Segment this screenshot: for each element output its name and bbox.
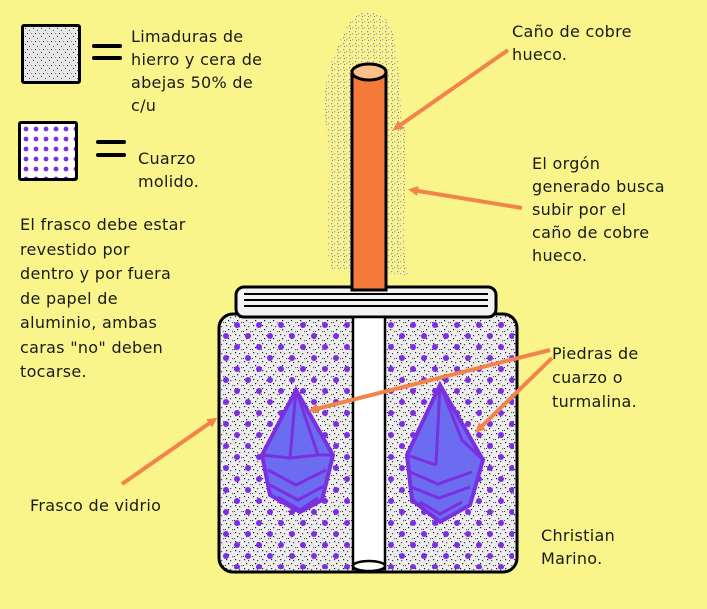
arrow-stones-right	[475, 356, 554, 433]
equals-sign-bottom	[92, 56, 122, 60]
dot-pattern	[21, 124, 75, 178]
aluminum-note: El frasco debe estar revestido por dentr…	[20, 215, 186, 381]
equals-sign-top	[92, 44, 122, 48]
equals-sign-top	[96, 140, 126, 144]
equals-sign-bottom	[96, 153, 126, 157]
arrow-jar	[120, 417, 218, 486]
pipe-inner-section	[351, 315, 387, 571]
right-quartz-crystal	[404, 380, 486, 525]
copper-pipe	[350, 70, 388, 292]
jar-label: Frasco de vidrio	[30, 496, 162, 515]
left-quartz-crystal	[259, 385, 336, 515]
legend-iron-wax-label: Limaduras de hierro y cera de abejas 50%…	[131, 27, 263, 115]
copper-pipe-label: Caño de cobre hueco.	[512, 22, 632, 64]
legend-quartz-swatch	[18, 121, 78, 181]
legend-quartz-label: Cuarzo molido.	[138, 149, 200, 191]
legend-iron-wax-swatch	[21, 24, 81, 84]
arrow-orgone	[408, 186, 523, 210]
speckle-pattern	[24, 27, 78, 81]
orgone-label: El orgón generado busca subir por el cañ…	[532, 154, 665, 265]
author-label: Christian Marino.	[541, 526, 616, 568]
stones-label: Piedras de cuarzo o turmalina.	[552, 344, 639, 411]
arrow-copper-pipe	[392, 48, 510, 131]
arrow-stones-left	[308, 348, 551, 414]
